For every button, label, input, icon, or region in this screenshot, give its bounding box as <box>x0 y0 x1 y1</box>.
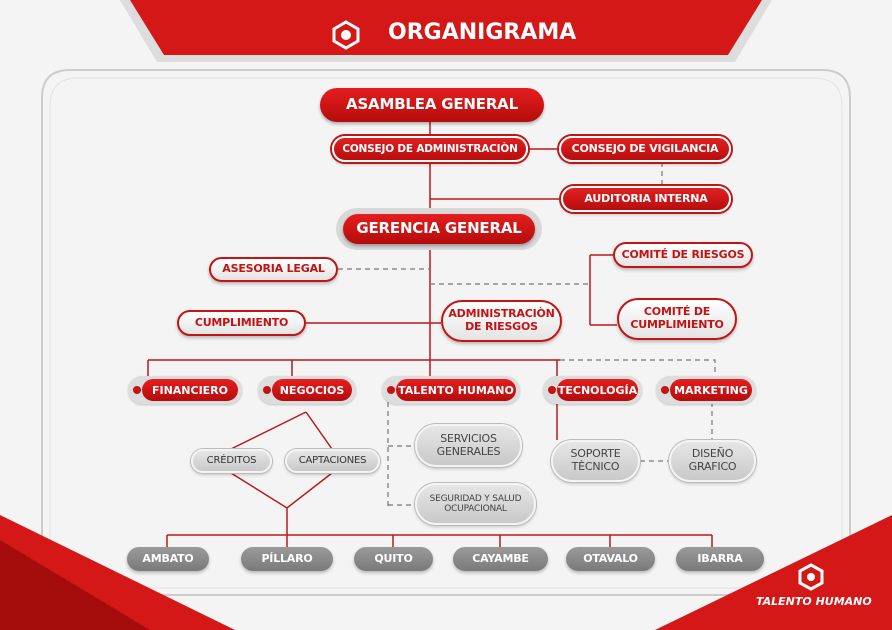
dept-financiero: FINANCIERO <box>128 376 242 404</box>
dept-label: FINANCIERO <box>142 379 238 401</box>
cumplimiento: CUMPLIMIENTO <box>177 310 306 336</box>
dept-tecnologia: TECNOLOGÍA <box>543 376 642 404</box>
branch-pillaro: PÍLLARO <box>241 547 333 571</box>
asesoria-legal: ASESORIA LEGAL <box>209 257 338 282</box>
gerencia-general: GERENCIA GENERAL <box>343 214 535 244</box>
bullet-icon <box>133 386 141 394</box>
consejo-administracion: CONSEJO DE ADMINISTRACIÒN <box>332 136 528 162</box>
dept-marketing: MARKETING <box>656 376 756 404</box>
dept-label: TECNOLOGÍA <box>557 379 638 401</box>
consejo-vigilancia: CONSEJO DE VIGILANCIA <box>559 136 731 162</box>
bullet-icon <box>661 386 669 394</box>
asamblea-general: ASAMBLEA GENERAL <box>320 88 544 122</box>
branch-otavalo: OTAVALO <box>566 547 655 571</box>
auditoria-interna: AUDITORIA INTERNA <box>561 186 731 212</box>
footer-brand: TALENTO HUMANO <box>756 595 872 608</box>
branch-ambato: AMBATO <box>127 547 209 571</box>
branch-cayambe: CAYAMBE <box>453 547 548 571</box>
dept-label: MARKETING <box>670 379 752 401</box>
dept-label: NEGOCIOS <box>272 379 352 401</box>
captaciones: CAPTACIONES <box>285 449 380 473</box>
bullet-icon <box>387 386 395 394</box>
branch-quito: QUITO <box>354 547 433 571</box>
footer-logo-icon <box>797 563 825 595</box>
soporte-tecnico: SOPORTE TÈCNICO <box>551 440 640 482</box>
creditos: CRÉDITOS <box>191 449 272 473</box>
logo-icon <box>331 20 361 50</box>
servicios-generales: SERVICIOS GENERALES <box>415 424 522 467</box>
comite-cumplimiento: COMITÉ DE CUMPLIMIENTO <box>617 298 737 340</box>
page-title: ORGANIGRAMA <box>388 20 577 45</box>
seguridad-salud-ocupacional: SEGURIDAD Y SALUD OCUPACIONAL <box>415 483 536 525</box>
diseno-grafico: DISEÑO GRAFICO <box>669 440 756 482</box>
comite-riesgos: COMITÉ DE RIESGOS <box>613 242 753 268</box>
bullet-icon <box>548 386 556 394</box>
branch-ibarra: IBARRA <box>676 547 764 571</box>
administracion-riesgos: ADMINISTRACIÒN DE RIESGOS <box>441 300 562 342</box>
dept-talento-humano: TALENTO HUMANO <box>382 376 520 404</box>
dept-negocios: NEGOCIOS <box>258 376 356 404</box>
dept-label: TALENTO HUMANO <box>396 379 516 401</box>
bullet-icon <box>263 386 271 394</box>
